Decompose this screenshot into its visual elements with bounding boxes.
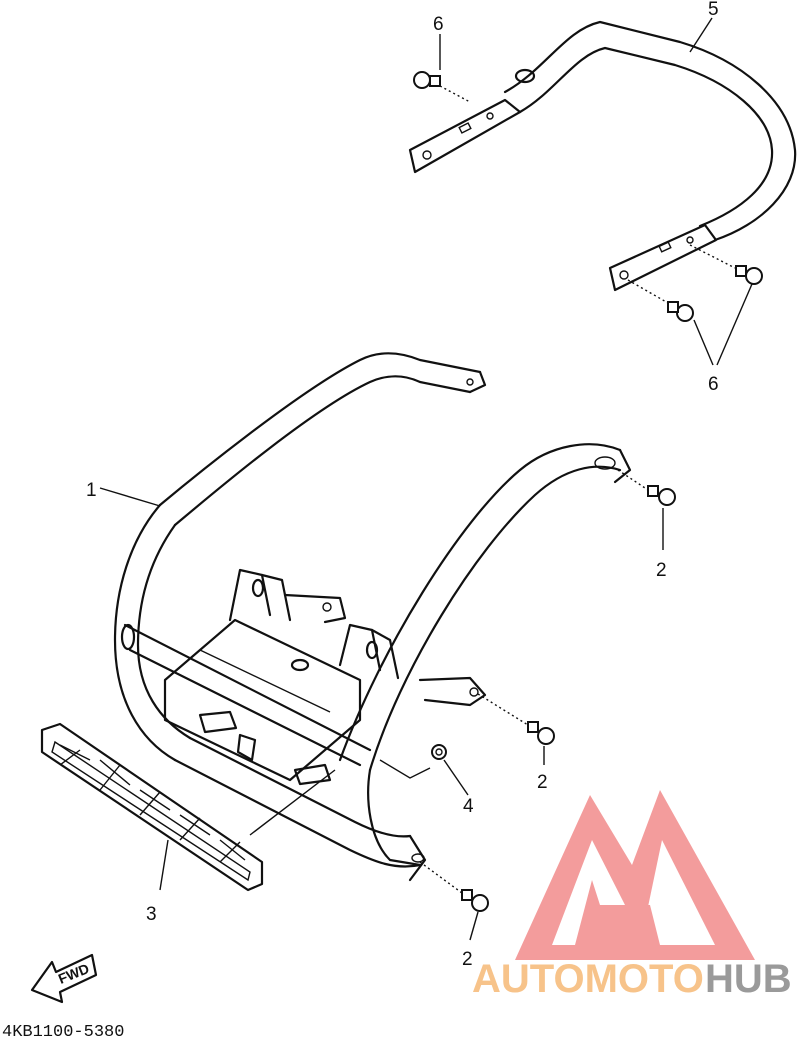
grille-panel	[40, 722, 264, 892]
callout-6-bottom: 6	[708, 374, 719, 395]
callout-6-top: 6	[433, 14, 444, 35]
callout-2-bottom: 2	[462, 949, 473, 970]
front-guard-frame	[113, 352, 632, 882]
callout-5: 5	[708, 0, 719, 20]
bolt-2-bottom	[419, 861, 489, 912]
bolt-2-top	[617, 469, 676, 506]
callout-1: 1	[86, 480, 97, 501]
bolt-6-top	[413, 71, 471, 103]
washer-4	[431, 744, 447, 760]
callout-2-top: 2	[656, 560, 667, 581]
rear-guard-bar	[408, 20, 797, 292]
callout-4: 4	[463, 796, 474, 817]
watermark-logo	[515, 790, 755, 960]
part-code: 4KB1100-5380	[2, 1023, 124, 1041]
callout-2-middle: 2	[537, 772, 548, 793]
watermark-text-1: AUTOMOTO	[472, 957, 704, 1001]
callout-3: 3	[146, 904, 157, 925]
grille-mesh	[59, 744, 246, 863]
bolt-6-right-lower	[627, 279, 694, 322]
watermark-text-2: HUB	[705, 957, 792, 1001]
bolt-6-right-upper	[689, 244, 763, 285]
bolt-2-middle	[477, 693, 555, 745]
fwd-label: FWD	[56, 960, 92, 987]
fwd-arrow: FWD	[30, 953, 98, 1004]
